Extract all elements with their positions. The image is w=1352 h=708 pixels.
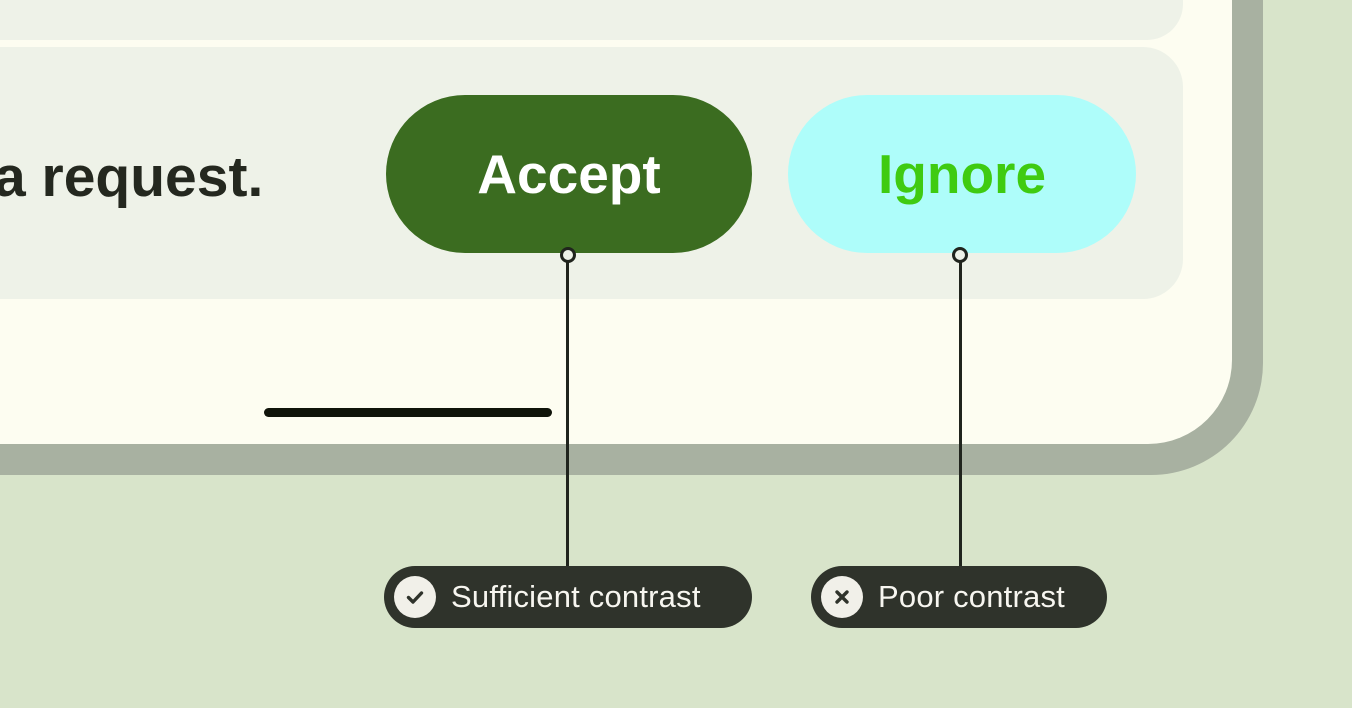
notification-card-top (0, 0, 1183, 40)
connector-dot-ignore (952, 247, 968, 263)
ignore-button[interactable]: Ignore (788, 95, 1136, 253)
annotation-pill-poor: Poor contrast (811, 566, 1107, 628)
annotation-label-sufficient: Sufficient contrast (451, 579, 701, 614)
connector-line-accept (566, 262, 569, 566)
annotation-label-poor: Poor contrast (878, 579, 1065, 614)
accept-button[interactable]: Accept (386, 95, 752, 253)
annotation-pill-sufficient: Sufficient contrast (384, 566, 752, 628)
check-icon (394, 576, 436, 618)
notification-message: a request. (0, 145, 264, 209)
connector-dot-accept (560, 247, 576, 263)
home-indicator (264, 408, 552, 417)
x-icon (821, 576, 863, 618)
connector-line-ignore (959, 262, 962, 566)
